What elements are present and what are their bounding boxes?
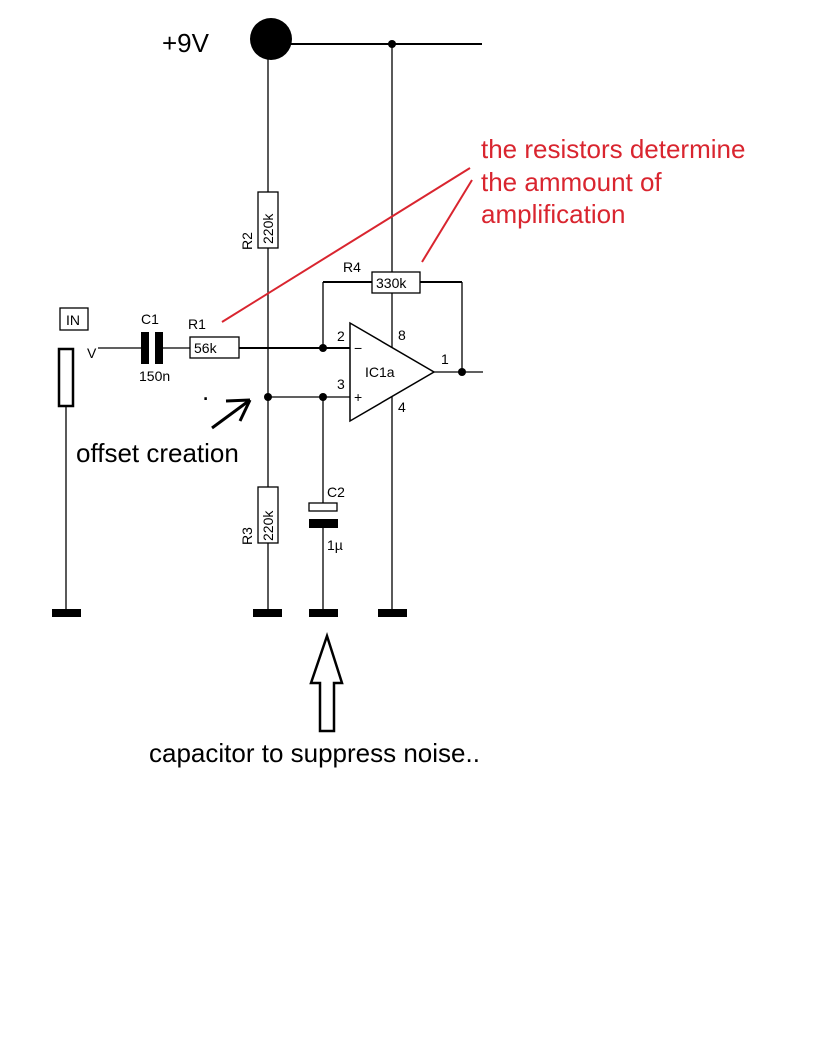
c2-value: 1µ	[327, 537, 343, 553]
ground-symbol	[309, 609, 338, 617]
r1-ref: R1	[188, 316, 206, 332]
input-node-label: V	[87, 345, 97, 361]
supply-label: +9V	[162, 28, 210, 58]
ground-symbol	[52, 609, 81, 617]
ground-symbol	[378, 609, 407, 617]
capacitor-c1-plate	[141, 332, 149, 364]
r2-ref: R2	[239, 232, 255, 250]
c1-value: 150n	[139, 368, 170, 384]
r4-value: 330k	[376, 275, 407, 291]
offset-arrow-icon	[211, 398, 252, 430]
input-label: IN	[66, 312, 80, 328]
c2-ref: C2	[327, 484, 345, 500]
offset-note: offset creation	[76, 438, 239, 468]
supply-terminal	[250, 18, 292, 60]
ground-symbol	[253, 609, 282, 617]
pin-1-label: 1	[441, 351, 449, 367]
junction-dot	[458, 368, 466, 376]
r4-ref: R4	[343, 259, 361, 275]
resistors-note-line-1: the resistors determine	[481, 134, 745, 164]
capacitor-note: capacitor to suppress noise..	[149, 738, 480, 768]
resistors-note-line-3: amplification	[481, 199, 626, 229]
annotation-line	[421, 179, 473, 263]
annotation-line	[221, 167, 471, 323]
r1-value: 56k	[194, 340, 218, 356]
pin-3-label: 3	[337, 376, 345, 392]
input-label-box	[59, 307, 89, 331]
offset-dot: .	[202, 376, 209, 406]
resistors-note-line-2: the ammount of	[481, 167, 662, 197]
opamp-plus-sign: +	[354, 389, 362, 405]
capacitor-c2-plate	[308, 502, 338, 512]
r2-value: 220k	[260, 213, 276, 244]
pin-4-label: 4	[398, 399, 406, 415]
opamp-ref: IC1a	[365, 364, 395, 380]
opamp-minus-sign: −	[354, 340, 362, 356]
r3-ref: R3	[239, 527, 255, 545]
pin-8-label: 8	[398, 327, 406, 343]
capacitor-c1-plate	[155, 332, 163, 364]
r3-value: 220k	[260, 510, 276, 541]
up-arrow-icon	[309, 632, 344, 733]
input-connector	[57, 347, 75, 408]
c1-ref: C1	[141, 311, 159, 327]
pin-2-label: 2	[337, 328, 345, 344]
capacitor-c2-plate	[309, 519, 338, 528]
